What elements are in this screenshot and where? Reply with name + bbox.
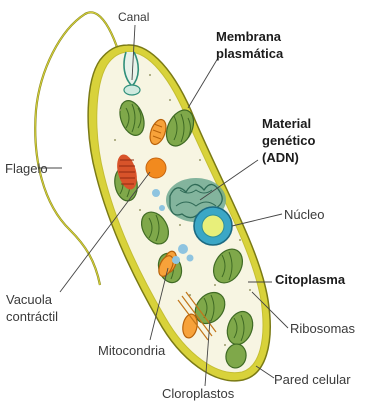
label-pared: Pared celular (274, 372, 351, 388)
reservoir (124, 85, 140, 95)
label-vacuola-1: Vacuola (6, 292, 52, 308)
label-membrana-1: Membrana (216, 29, 281, 45)
ribosome (179, 224, 181, 226)
vesicle (178, 244, 188, 254)
label-ribosomas: Ribosomas (290, 321, 355, 337)
label-flagelo: Flagelo (5, 161, 48, 177)
ribosome (149, 74, 151, 76)
ribosome (214, 284, 216, 286)
label-citoplasma: Citoplasma (275, 272, 345, 288)
ribosome (119, 109, 121, 111)
ribosome (224, 344, 226, 346)
label-material-2: genético (262, 133, 315, 149)
label-material-3: (ADN) (262, 150, 299, 166)
ribosome (249, 289, 251, 291)
label-nucleo: Núcleo (284, 207, 324, 223)
vesicle (172, 256, 180, 264)
ribosome (169, 99, 171, 101)
label-membrana-2: plasmática (216, 46, 283, 62)
vesicle (152, 189, 160, 197)
ribosome (139, 209, 141, 211)
vesicle (187, 255, 194, 262)
nucleolus (202, 215, 224, 237)
contractile-vacuole (146, 158, 166, 178)
label-vacuola-2: contráctil (6, 309, 58, 325)
leader-membrana (188, 58, 218, 108)
label-material-1: Material (262, 116, 311, 132)
label-mitocondria: Mitocondria (98, 343, 165, 359)
ribosome (114, 139, 116, 141)
vesicle (159, 205, 165, 211)
label-canal: Canal (118, 10, 149, 24)
label-cloroplastos: Cloroplastos (162, 386, 234, 402)
ribosome (239, 239, 241, 241)
ribosome (199, 159, 201, 161)
leader-pared (256, 366, 274, 378)
